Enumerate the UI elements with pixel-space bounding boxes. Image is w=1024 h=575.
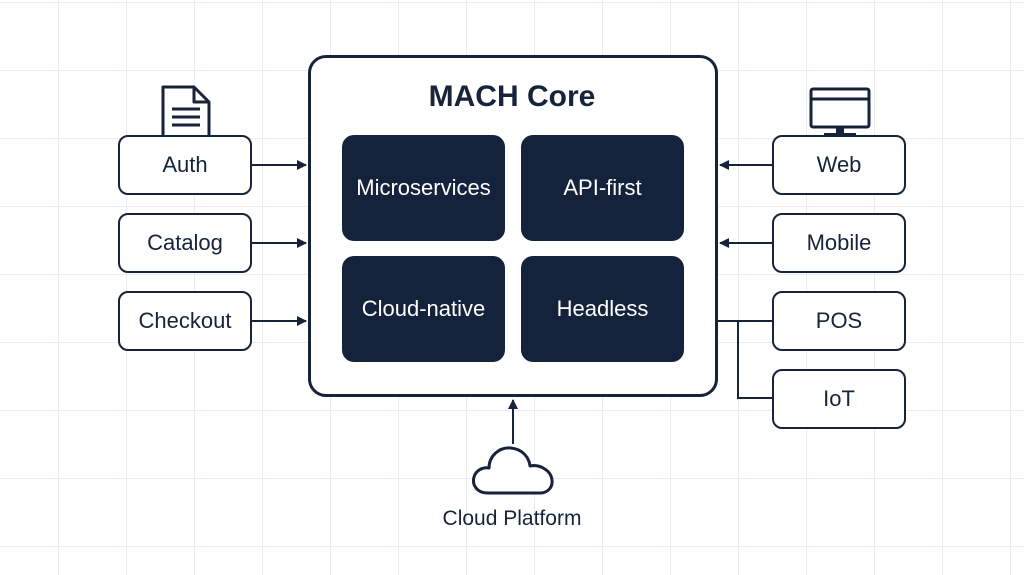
channel-web-label: Web: [816, 152, 862, 177]
tile-cloud-native-label: Cloud-native: [361, 296, 486, 321]
tile-microservices-label: Microservices: [356, 175, 491, 200]
document-icon: [161, 85, 211, 139]
service-catalog: Catalog: [118, 213, 252, 273]
iot-connector: [737, 321, 772, 399]
tile-headless: Headless: [521, 256, 684, 362]
service-checkout-label: Checkout: [138, 308, 232, 333]
service-auth-label: Auth: [162, 152, 208, 177]
service-auth: Auth: [118, 135, 252, 195]
channel-pos: POS: [772, 291, 906, 351]
tile-microservices: Microservices: [342, 135, 505, 241]
service-catalog-label: Catalog: [147, 230, 223, 255]
cloud-icon: [472, 446, 554, 495]
mach-core-title: MACH Core: [428, 80, 596, 113]
channel-mobile-label: Mobile: [806, 230, 872, 255]
channel-pos-label: POS: [815, 308, 863, 333]
channel-mobile: Mobile: [772, 213, 906, 273]
tile-api-first-label: API-first: [563, 175, 642, 200]
service-checkout: Checkout: [118, 291, 252, 351]
tile-api-first: API-first: [521, 135, 684, 241]
cloud-platform-label: Cloud Platform: [442, 507, 582, 530]
monitor-icon: [809, 87, 871, 137]
channel-web: Web: [772, 135, 906, 195]
tile-headless-label: Headless: [556, 296, 649, 321]
channel-iot-label: IoT: [823, 386, 855, 411]
tile-cloud-native: Cloud-native: [342, 256, 505, 362]
channel-iot: IoT: [772, 369, 906, 429]
